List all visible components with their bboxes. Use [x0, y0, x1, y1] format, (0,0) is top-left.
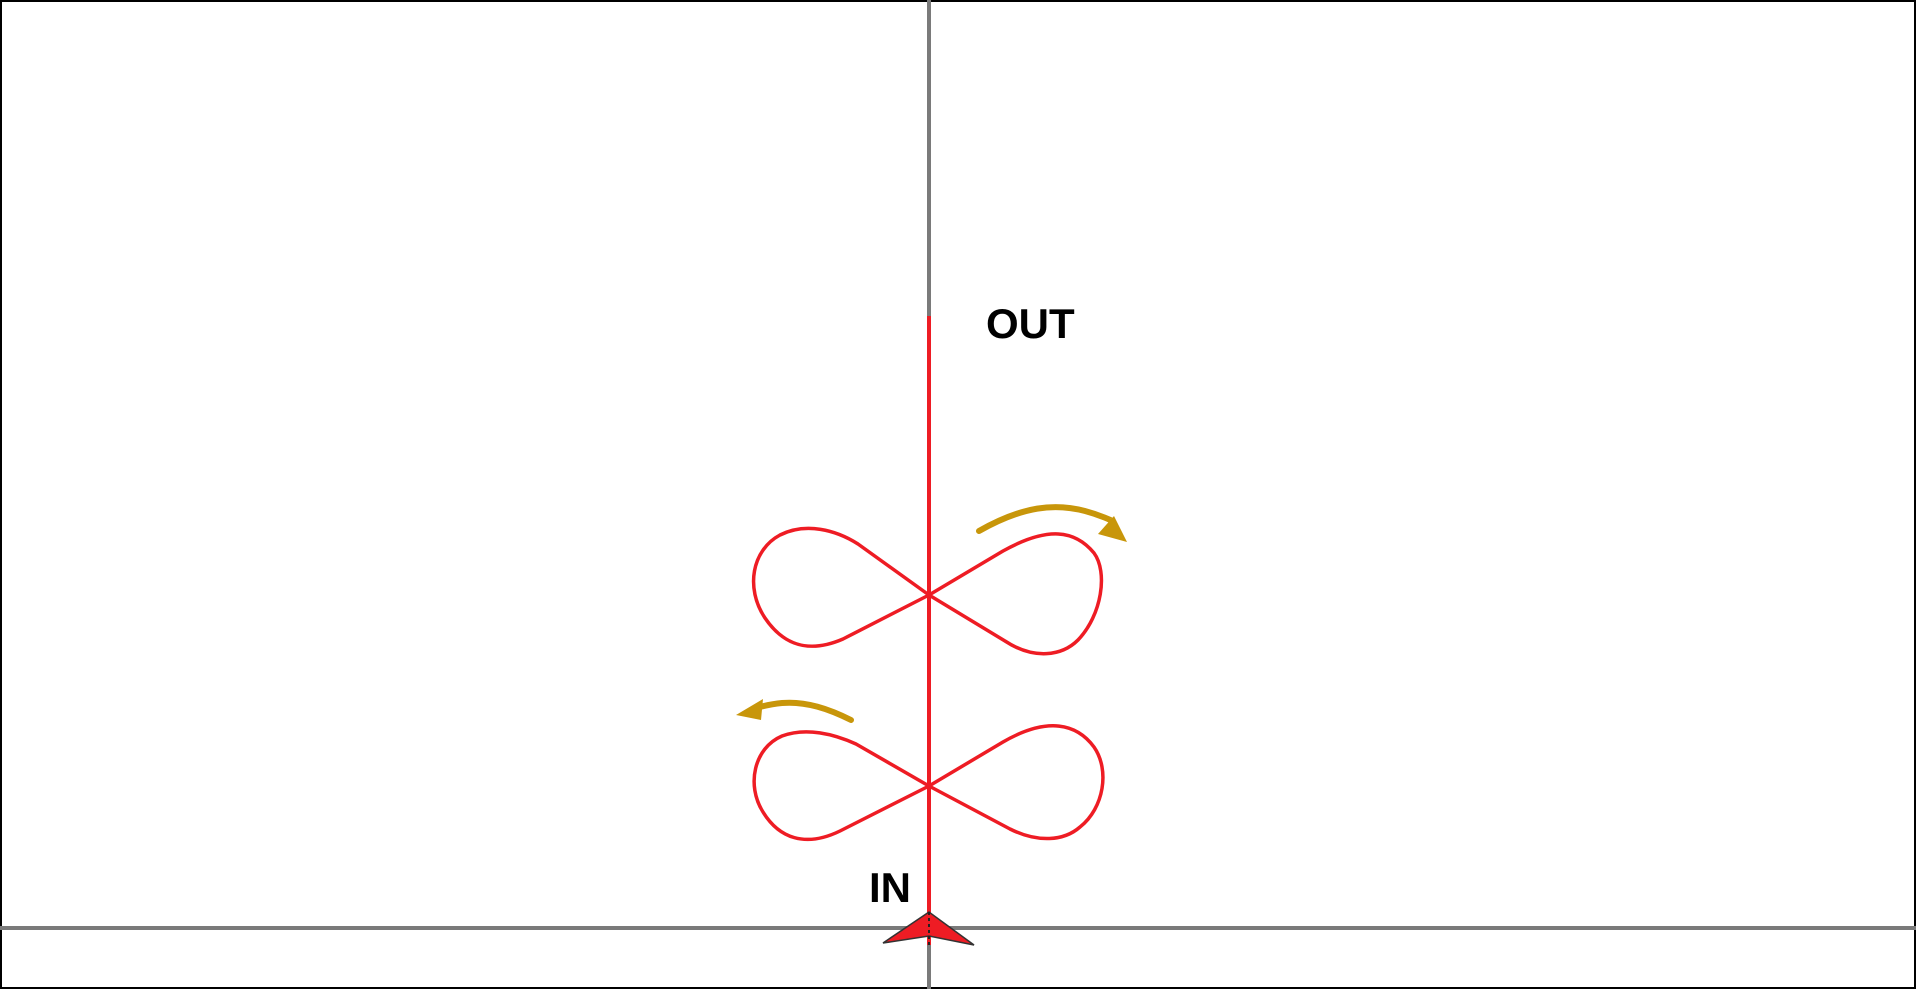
lower-figure-eight — [752, 724, 1105, 842]
upper-figure-eight — [751, 526, 1104, 656]
clockwise-rotation-arrow-icon — [976, 504, 1116, 534]
counterclockwise-arrowhead-icon — [736, 699, 763, 720]
counterclockwise-rotation-arrow-icon — [753, 699, 854, 723]
out-label: OUT — [986, 300, 1075, 347]
in-label: IN — [869, 864, 911, 911]
clockwise-arrowhead-icon — [1098, 516, 1127, 542]
